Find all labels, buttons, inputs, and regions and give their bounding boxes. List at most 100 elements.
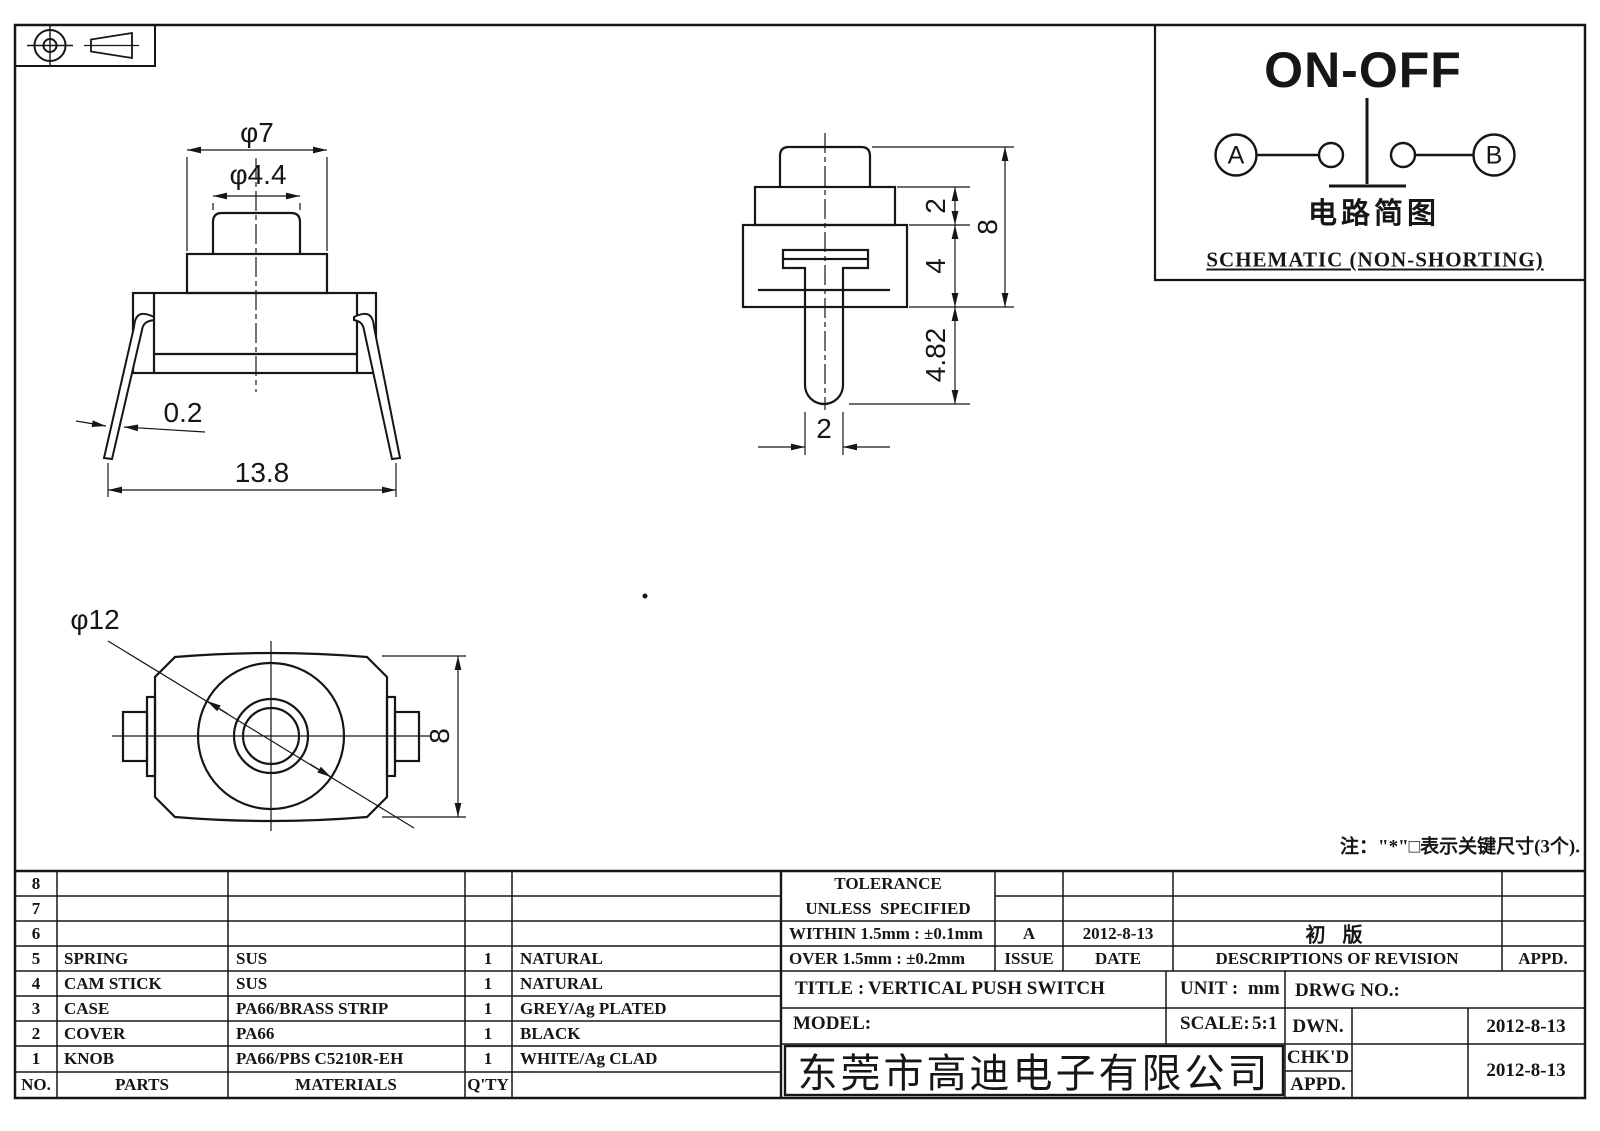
- projection-symbol-box: [14, 24, 156, 67]
- unit-label: UNIT :: [1180, 978, 1239, 999]
- scale-label: SCALE:: [1180, 1013, 1250, 1034]
- switch-symbol: [1214, 98, 1516, 188]
- tolerance-over: OVER 1.5mm : ±0.2mm: [789, 949, 966, 968]
- bom-material: PA66/PBS C5210R-EH: [236, 1049, 404, 1068]
- bom-qty: 1: [483, 1024, 493, 1043]
- tolerance-within: WITHIN 1.5mm : ±0.1mm: [789, 924, 983, 943]
- tolerance-line1: TOLERANCE: [834, 874, 942, 893]
- contact-right-circle: [1389, 141, 1417, 169]
- terminal-pin: [781, 259, 870, 406]
- bom-part: SPRING: [64, 949, 129, 968]
- dim-knob-dia-label: φ4.4: [229, 159, 287, 190]
- top-dimensions: [107, 640, 466, 829]
- bom-remark: NATURAL: [520, 974, 603, 993]
- terminal-a-label: A: [1227, 141, 1245, 170]
- company-name: 东莞市高迪电子有限公司: [797, 1052, 1271, 1096]
- side-view: [741, 133, 909, 410]
- revision-desc-value: 初 版: [1305, 924, 1369, 947]
- cover-front: [185, 252, 329, 295]
- scale-value: 5:1: [1252, 1013, 1278, 1034]
- front-dimensions: [75, 146, 397, 497]
- schematic-caption-en: SCHEMATIC (NON-SHORTING): [1206, 247, 1544, 272]
- revision-date-label: DATE: [1095, 949, 1141, 968]
- dwn-label: DWN.: [1292, 1016, 1344, 1037]
- revision-issue-label: ISSUE: [1004, 949, 1054, 968]
- reference-dot: [642, 593, 648, 599]
- table-linework: [15, 869, 1585, 1098]
- bom-remark: GREY/Ag PLATED: [520, 999, 667, 1018]
- dim-cover-dia-label: φ7: [240, 117, 274, 148]
- bom-row-no: 4: [31, 974, 41, 993]
- revision-date-value: 2012-8-13: [1082, 924, 1154, 943]
- dwn-date: 2012-8-13: [1486, 1016, 1566, 1037]
- leg-left: [102, 312, 155, 461]
- bom-row-no: 8: [31, 874, 41, 893]
- bom-part: CASE: [64, 999, 110, 1018]
- bom-header-no: NO.: [21, 1075, 51, 1094]
- bom-material: SUS: [236, 949, 268, 968]
- bom-qty: 1: [483, 999, 493, 1018]
- terminal-b-label: B: [1485, 141, 1503, 170]
- bom-material: PA66/BRASS STRIP: [236, 999, 389, 1018]
- terminal-b-circle: [1472, 133, 1516, 177]
- dim-pin-length-label: 4.82: [920, 327, 951, 383]
- schematic-caption-cn: 电路简图: [1307, 198, 1441, 230]
- bom-row-no: 5: [31, 949, 41, 968]
- revision-appd-label: APPD.: [1518, 949, 1568, 968]
- target-icon: [27, 26, 73, 65]
- dim-leg-thickness-label: 0.2: [163, 397, 203, 428]
- bom-header-materials: MATERIALS: [295, 1075, 397, 1094]
- bom-header-qty: Q'TY: [467, 1075, 509, 1094]
- bom-row-no: 6: [31, 924, 41, 943]
- bom-header-parts: PARTS: [115, 1075, 169, 1094]
- bom-remark: WHITE/Ag CLAD: [520, 1049, 658, 1068]
- schematic-title: ON-OFF: [1264, 42, 1462, 98]
- dim-cover-height-label: 2: [920, 198, 951, 214]
- bom-qty: 1: [483, 974, 493, 993]
- bom-qty: 1: [483, 1049, 493, 1068]
- terminal-a-circle: [1214, 133, 1258, 177]
- contact-left-circle: [1317, 141, 1345, 169]
- drwg-no-label: DRWG NO.:: [1295, 980, 1400, 1001]
- bom-remark: NATURAL: [520, 949, 603, 968]
- bom-qty: 1: [483, 949, 493, 968]
- bom-remark: BLACK: [520, 1024, 581, 1043]
- title-value: VERTICAL PUSH SWITCH: [868, 978, 1105, 999]
- cone-icon: [84, 31, 139, 60]
- key-dimension-note: 注："*"□表示关键尺寸(3个).: [1340, 836, 1580, 858]
- body-outline: [153, 651, 389, 823]
- side-dimensions: [758, 146, 1014, 455]
- dim-pin-width-label: 2: [816, 413, 832, 444]
- knob-front: [211, 211, 302, 254]
- front-view: [102, 158, 402, 461]
- bom-part: COVER: [64, 1024, 126, 1043]
- chkd-date: 2012-8-13: [1486, 1060, 1566, 1081]
- top-view: [112, 641, 432, 831]
- dim-case-height-label: 4: [920, 258, 951, 274]
- revision-issue-value: A: [1022, 924, 1036, 943]
- bom-material: PA66: [236, 1024, 275, 1043]
- case-front: [131, 291, 378, 375]
- bom-row-no: 2: [31, 1024, 41, 1043]
- dim-overall-width-label: 13.8: [234, 457, 290, 488]
- revision-desc-label: DESCRIPTIONS OF REVISION: [1215, 949, 1459, 968]
- dim-cover-dia12-label: φ12: [70, 604, 120, 635]
- dim-depth-label: 8: [424, 728, 455, 744]
- bom-row-no: 7: [31, 899, 41, 918]
- sheet-border: [13, 23, 1587, 1100]
- model-label: MODEL:: [793, 1013, 872, 1034]
- bom-part: CAM STICK: [64, 974, 162, 993]
- bom-row-no: 3: [31, 999, 41, 1018]
- leg-right: [353, 312, 402, 461]
- dim-total-height-label: 8: [972, 219, 1003, 235]
- bom-row-no: 1: [31, 1049, 41, 1068]
- tolerance-line2: UNLESS SPECIFIED: [805, 899, 971, 918]
- appd-label: APPD.: [1290, 1074, 1346, 1095]
- bom-material: SUS: [236, 974, 268, 993]
- bom-part: KNOB: [64, 1049, 115, 1068]
- company-cell-border: [783, 1044, 1285, 1097]
- schematic-box: [1153, 25, 1584, 282]
- title-label: TITLE :: [795, 978, 865, 999]
